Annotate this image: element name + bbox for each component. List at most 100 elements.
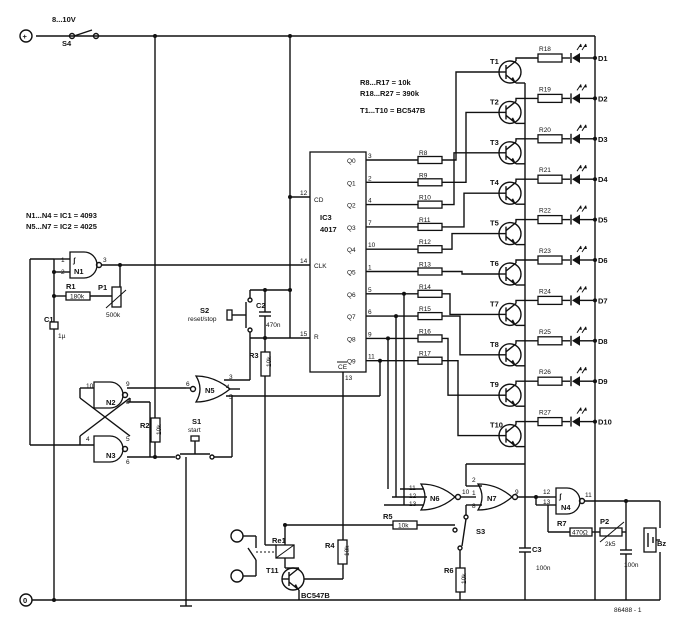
gate-n1: ʃ N1 1 2 3 R1 180k P1 500k C1 1µ (29, 251, 127, 602)
transistor-t2 (498, 100, 522, 125)
ground-rail: 0 (19, 593, 595, 607)
led-resistor (537, 174, 563, 184)
ic3-output-pin: 9 (368, 331, 372, 338)
r1-value: 180k (70, 294, 85, 301)
transistor-t8 (498, 343, 522, 367)
ic3-pin-num-clk: 14 (300, 258, 308, 265)
led-icon (570, 406, 588, 428)
transistor-label: T4 (490, 178, 500, 187)
s1-start-switch[interactable]: S1 start (175, 395, 233, 600)
collector-wire (515, 57, 538, 61)
r4-value: 10k (344, 545, 351, 556)
bz-label: Bz (657, 539, 666, 548)
led-label: D3 (598, 135, 608, 144)
junction-dot (593, 56, 597, 60)
s3-switch[interactable]: S3 (452, 514, 485, 568)
base-wire (442, 293, 499, 316)
led-icon (570, 43, 588, 64)
led-resistor (537, 53, 563, 63)
base-wire (442, 71, 499, 161)
s1-text: start (188, 427, 201, 434)
c4-capacitor: 100n (620, 520, 639, 600)
s2-reset-switch[interactable]: S2 reset/stop (188, 288, 292, 338)
notes: R8...R17 = 10k R18...R27 = 390k T1...T10… (26, 78, 426, 231)
base-resistor-label: R11 (419, 217, 431, 224)
c3-label: C3 (532, 545, 542, 554)
ic3-output-label: Q9 (347, 359, 356, 366)
led-label: D7 (598, 296, 608, 305)
r3-label: R3 (249, 351, 259, 360)
base-resistor-label: R13 (419, 262, 431, 269)
ic3-output-label: Q3 (347, 225, 356, 232)
led-label: D10 (598, 418, 612, 427)
base-resistor-label: R10 (419, 195, 431, 202)
collector-wire (515, 178, 538, 183)
led-resistor (537, 214, 563, 225)
n5-pin4: 4 (226, 384, 230, 391)
t11-type: BC547B (301, 591, 330, 600)
led-label: D2 (598, 94, 608, 103)
n1-pin1: 1 (61, 257, 65, 264)
ic3-output-pin: 3 (368, 153, 372, 160)
led-icon (570, 326, 588, 347)
ic3-output-label: Q6 (347, 292, 356, 299)
transistor-label: T8 (490, 340, 499, 349)
p2-label: P2 (600, 517, 609, 526)
c1-value: 1µ (58, 333, 66, 340)
ic3-output-label: Q0 (347, 158, 356, 165)
n6-pin10: 10 (462, 489, 470, 496)
n3-pin4: 4 (86, 436, 90, 443)
led-icon (570, 164, 588, 185)
r1-label: R1 (66, 282, 76, 291)
transistor-t9 (498, 383, 522, 407)
note-ic1: N1...N4 = IC1 = 4093 (26, 211, 97, 220)
ic3-output-pin: 1 (368, 265, 372, 272)
collector-wire (515, 218, 538, 223)
base-resistor (417, 334, 443, 343)
base-resistor (417, 245, 443, 254)
n1-label: N1 (74, 267, 84, 276)
led-resistor-label: R27 (539, 410, 551, 417)
base-resistor-label: R9 (419, 172, 428, 179)
led-resistor (537, 93, 563, 104)
note-r-values-2: R18...R27 = 390k (360, 89, 420, 98)
led-label: D9 (598, 377, 608, 386)
n5-pin3: 3 (229, 374, 233, 381)
led-resistor-label: R22 (539, 208, 551, 215)
base-resistor (417, 267, 443, 276)
ic3-output-pin: 6 (368, 309, 372, 316)
led-resistor (537, 376, 563, 386)
p1-label: P1 (98, 283, 107, 292)
c1-label: C1 (44, 315, 54, 324)
collector-wire (515, 259, 538, 263)
ic3-pin-cd: CD (314, 197, 324, 204)
ic3-counter: IC3 4017 CD CLK R CE 12 14 15 13 (102, 34, 367, 560)
transistor-t1 (498, 60, 522, 84)
base-resistor (417, 356, 443, 365)
r2-label: R2 (140, 421, 150, 430)
led-label: D8 (598, 337, 608, 346)
base-resistor (417, 311, 443, 321)
ic3-pin-num-cd: 12 (300, 190, 308, 197)
collector-wire (515, 420, 538, 425)
n3-pin5: 5 (126, 436, 130, 443)
ic3-pin-ce: CE (338, 364, 348, 371)
transistor-label: T6 (490, 259, 499, 268)
base-resistor-label: R12 (419, 239, 431, 246)
ic3-pin-num-r: 15 (300, 331, 308, 338)
re1-label: Re1 (272, 536, 286, 545)
ic3-output-pin: 11 (368, 354, 375, 361)
r6-label: R6 (444, 566, 454, 575)
led-resistor-label: R18 (539, 46, 551, 53)
junction-dot (593, 379, 597, 384)
p2-value: 2k5 (605, 541, 616, 548)
svg-text:ʃ: ʃ (558, 492, 562, 501)
junction-dot (593, 136, 597, 141)
transistor-t5 (498, 221, 522, 246)
n4-label: N4 (561, 503, 571, 512)
led-label: D6 (598, 256, 608, 265)
c4-value: 100n (624, 562, 639, 569)
junction-dot (593, 419, 597, 424)
